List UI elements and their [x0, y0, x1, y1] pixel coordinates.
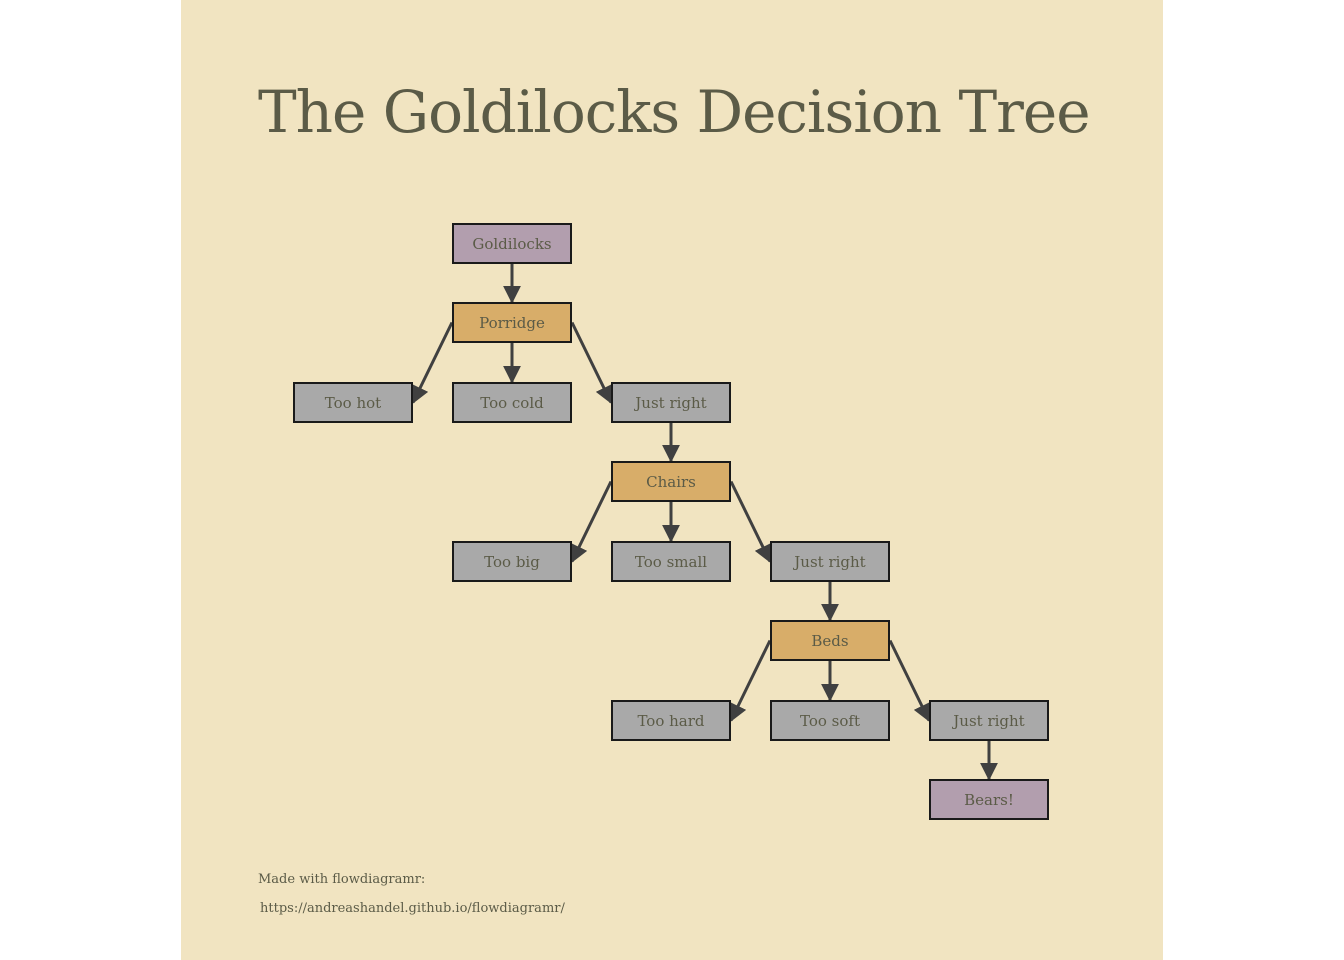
node-beds: Beds: [770, 620, 890, 661]
edge-chairs-to-too_big: [570, 480, 613, 564]
edge-beds-to-beds_just_right: [888, 639, 931, 723]
node-porridge: Porridge: [452, 302, 572, 343]
edge-chairs-to-chairs_just_right: [729, 480, 772, 564]
node-beds-just-right: Just right: [929, 700, 1049, 741]
node-porridge-just-right: Just right: [611, 382, 731, 423]
caption-url: https://andreashandel.github.io/flowdiag…: [260, 901, 565, 916]
node-too-hard: Too hard: [611, 700, 731, 741]
diagram-title: The Goldilocks Decision Tree: [258, 78, 1091, 146]
node-too-hot: Too hot: [293, 382, 413, 423]
node-too-cold: Too cold: [452, 382, 572, 423]
node-too-big: Too big: [452, 541, 572, 582]
node-too-soft: Too soft: [770, 700, 890, 741]
node-bears: Bears!: [929, 779, 1049, 820]
node-too-small: Too small: [611, 541, 731, 582]
edge-porridge-to-too_hot: [411, 321, 454, 405]
caption-credit: Made with flowdiagramr:: [258, 872, 426, 887]
edge-porridge-to-porridge_just_right: [570, 321, 613, 405]
node-chairs-just-right: Just right: [770, 541, 890, 582]
node-chairs: Chairs: [611, 461, 731, 502]
node-goldilocks: Goldilocks: [452, 223, 572, 264]
edge-beds-to-too_hard: [729, 639, 772, 723]
